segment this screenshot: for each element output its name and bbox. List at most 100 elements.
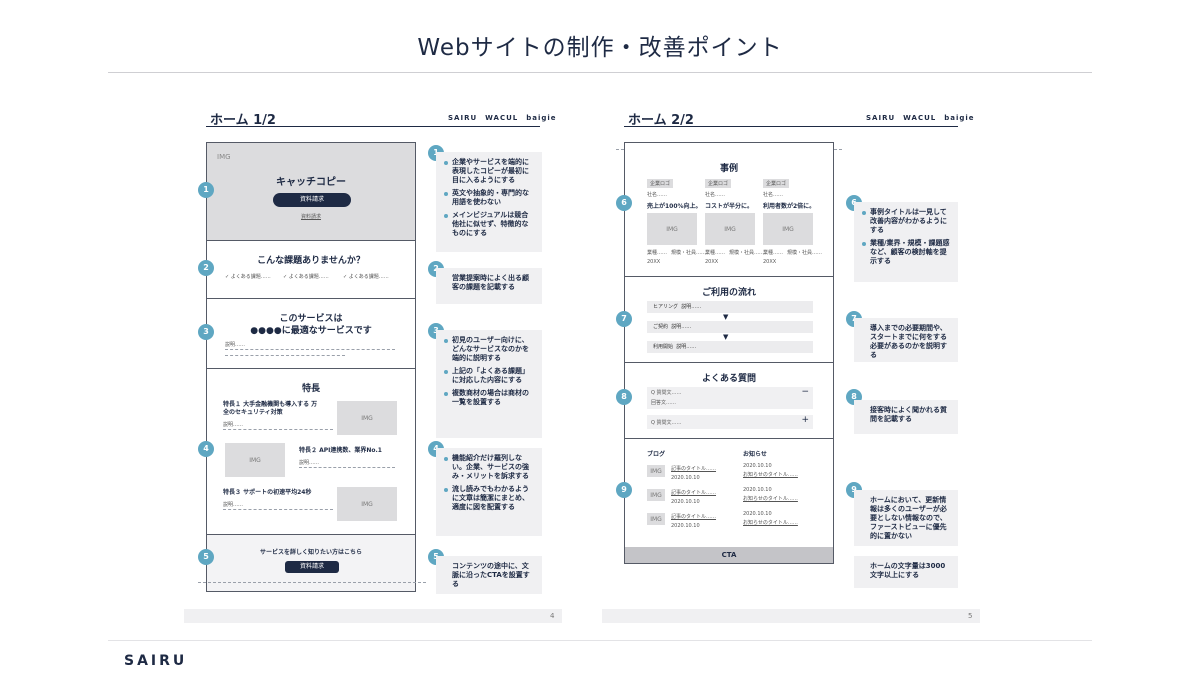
- marker-9: 9: [616, 482, 632, 498]
- news-date: 2020.10.10: [743, 511, 772, 517]
- blog-article-title[interactable]: 記事のタイトル……: [671, 490, 717, 496]
- case-year: 20XX: [763, 259, 777, 265]
- issues-section: こんな課題ありませんか？ ✓ よくある課題…… ✓ よくある課題…… ✓ よくあ…: [207, 241, 415, 299]
- service-title-1: このサービスは: [279, 314, 343, 324]
- feature-2-title: 特長２ API連携数、業界No.1: [299, 447, 382, 454]
- note-7: 導入までの必要期間や、スタートまでに何をする必要があるのかを説明する: [854, 318, 958, 362]
- page2-footer-bar: [602, 609, 980, 623]
- case-meta: 規模・社員……: [671, 250, 707, 256]
- case-meta: 業種……: [763, 250, 784, 256]
- marker-7: 7: [616, 311, 632, 327]
- note-9: ホームにおいて、更新情報は多くのユーザーが必要としない情報なので、ファーストビュ…: [854, 490, 958, 546]
- marker-4: 4: [198, 441, 214, 457]
- logo-sairu: SAIRU: [866, 114, 896, 122]
- issue-item: ✓ よくある課題……: [283, 274, 329, 280]
- expand-icon[interactable]: +: [801, 415, 809, 425]
- blog-date: 2020.10.10: [671, 475, 700, 481]
- faq-item-open[interactable]: Q 質問文…… 回答文…… −: [647, 387, 813, 409]
- news-item[interactable]: お知らせのタイトル……: [743, 520, 798, 526]
- slide-title: Webサイトの制作・改善ポイント: [417, 35, 783, 61]
- page1-header-rule: [206, 126, 540, 127]
- title-divider: [108, 72, 1092, 73]
- note-10: ホームの文字量は3000文字以上にする: [854, 556, 958, 588]
- flow-step: ご契約 説明……: [647, 321, 813, 333]
- features-section: 特長 特長１ 大手金融機関も導入する 万全のセキュリティ対策 説明…… IMG …: [207, 369, 415, 535]
- page2-wireframe: 事例 企業ロゴ 社名…… 売上が100%向上。 IMG 業種…… 規模・社員………: [624, 142, 834, 564]
- case-meta: 規模・社員……: [729, 250, 765, 256]
- note-1: 企業やサービスを端的に表現したコピーが最初に目に入るようにする 英文や抽象的・専…: [436, 152, 542, 252]
- blog-title: ブログ: [647, 451, 666, 458]
- marker-6: 6: [616, 195, 632, 211]
- collapse-icon[interactable]: −: [801, 387, 809, 397]
- features-title: 特長: [301, 384, 320, 394]
- feature-1-title: 特長１ 大手金融機関も導入する 万全のセキュリティ対策: [223, 401, 318, 416]
- case-headline: 売上が100%向上。: [647, 203, 702, 210]
- feature-2-desc: 説明……: [299, 460, 320, 466]
- footer-logo: SAIRU: [124, 653, 188, 669]
- page1-footer-bar: [184, 609, 562, 623]
- faq-item-closed[interactable]: Q 質問文…… +: [647, 415, 813, 429]
- case-meta: 業種……: [647, 250, 668, 256]
- feature-desc-line: [223, 429, 333, 430]
- case-headline: 利用者数が2倍に。: [763, 203, 816, 210]
- feature-3-img: IMG: [337, 487, 397, 521]
- cta-button[interactable]: 資料請求: [285, 561, 339, 573]
- service-desc: 説明……: [225, 342, 246, 348]
- page2-header-title: ホーム 2/2: [628, 113, 694, 128]
- flow-arrow: ▼: [723, 313, 729, 321]
- blog-date: 2020.10.10: [671, 523, 700, 529]
- faq-section: よくある質問 Q 質問文…… 回答文…… − Q 質問文…… +: [625, 363, 833, 439]
- logo-wacul: WACUL: [485, 114, 519, 122]
- cta-section: サービスを詳しく知りたい方はこちら 資料請求: [207, 535, 415, 591]
- page1-wireframe: IMG キャッチコピー 資料請求 資料請求 こんな課題ありませんか？ ✓ よくあ…: [206, 142, 416, 592]
- note-3: 初見のユーザー向けに、どんなサービスなのかを端的に説明する 上記の「よくある課題…: [436, 330, 542, 438]
- page1-fold-line: [198, 582, 426, 583]
- case-img: IMG: [763, 213, 813, 245]
- hero-img-label: IMG: [217, 153, 231, 161]
- hero-cta-button[interactable]: 資料請求: [273, 193, 351, 207]
- case-logo-tag: 企業ロゴ: [763, 179, 790, 188]
- faq-title: よくある質問: [701, 374, 756, 384]
- blog-article-title[interactable]: 記事のタイトル……: [671, 514, 717, 520]
- case-img: IMG: [647, 213, 697, 245]
- marker-3: 3: [198, 324, 214, 340]
- case-logo-tag: 企業ロゴ: [647, 179, 674, 188]
- logo-baigie: baigie: [526, 114, 557, 122]
- case-company: 社名……: [763, 192, 784, 198]
- hero-catch-copy: キャッチコピー: [276, 177, 346, 188]
- cta-text: サービスを詳しく知りたい方はこちら: [259, 549, 362, 556]
- case-headline: コストが半分に。: [705, 203, 754, 210]
- news-date: 2020.10.10: [743, 487, 772, 493]
- page2-number: 5: [968, 612, 973, 620]
- marker-1: 1: [198, 182, 214, 198]
- case-year: 20XX: [705, 259, 719, 265]
- marker-5: 5: [198, 549, 214, 565]
- page1-number: 4: [550, 612, 555, 620]
- page2-cta-bar[interactable]: CTA: [625, 547, 833, 563]
- flow-arrow: ▼: [723, 333, 729, 341]
- note-8: 接客時によく聞かれる質問を記載する: [854, 400, 958, 434]
- cases-title: 事例: [719, 164, 738, 174]
- logo-wacul: WACUL: [903, 114, 937, 122]
- note-6: 事例タイトルは一見して改善内容がわかるようにする 業種/業界・規模・課題感など、…: [854, 202, 958, 282]
- blog-thumb: IMG: [647, 489, 665, 501]
- note-5: コンテンツの途中に、文脈に沿ったCTAを設置する: [436, 556, 542, 594]
- service-section: このサービスは ●●●●に最適なサービスです 説明……: [207, 299, 415, 369]
- issue-item: ✓ よくある課題……: [225, 274, 271, 280]
- issues-title: こんな課題ありませんか？: [257, 256, 365, 266]
- news-item[interactable]: お知らせのタイトル……: [743, 472, 798, 478]
- hero-section: IMG キャッチコピー 資料請求 資料請求: [207, 143, 415, 241]
- news-item[interactable]: お知らせのタイトル……: [743, 496, 798, 502]
- cases-section: 事例 企業ロゴ 社名…… 売上が100%向上。 IMG 業種…… 規模・社員………: [625, 143, 833, 277]
- feature-1-img: IMG: [337, 401, 397, 435]
- marker-8: 8: [616, 389, 632, 405]
- page2-header-rule: [624, 126, 958, 127]
- hero-sub-link[interactable]: 資料請求: [300, 214, 321, 220]
- flow-step: ヒアリング 説明……: [647, 301, 813, 313]
- service-title-2: ●●●●に最適なサービスです: [250, 326, 372, 336]
- feature-desc-line: [223, 509, 333, 510]
- blog-article-title[interactable]: 記事のタイトル……: [671, 466, 717, 472]
- case-logo-tag: 企業ロゴ: [705, 179, 732, 188]
